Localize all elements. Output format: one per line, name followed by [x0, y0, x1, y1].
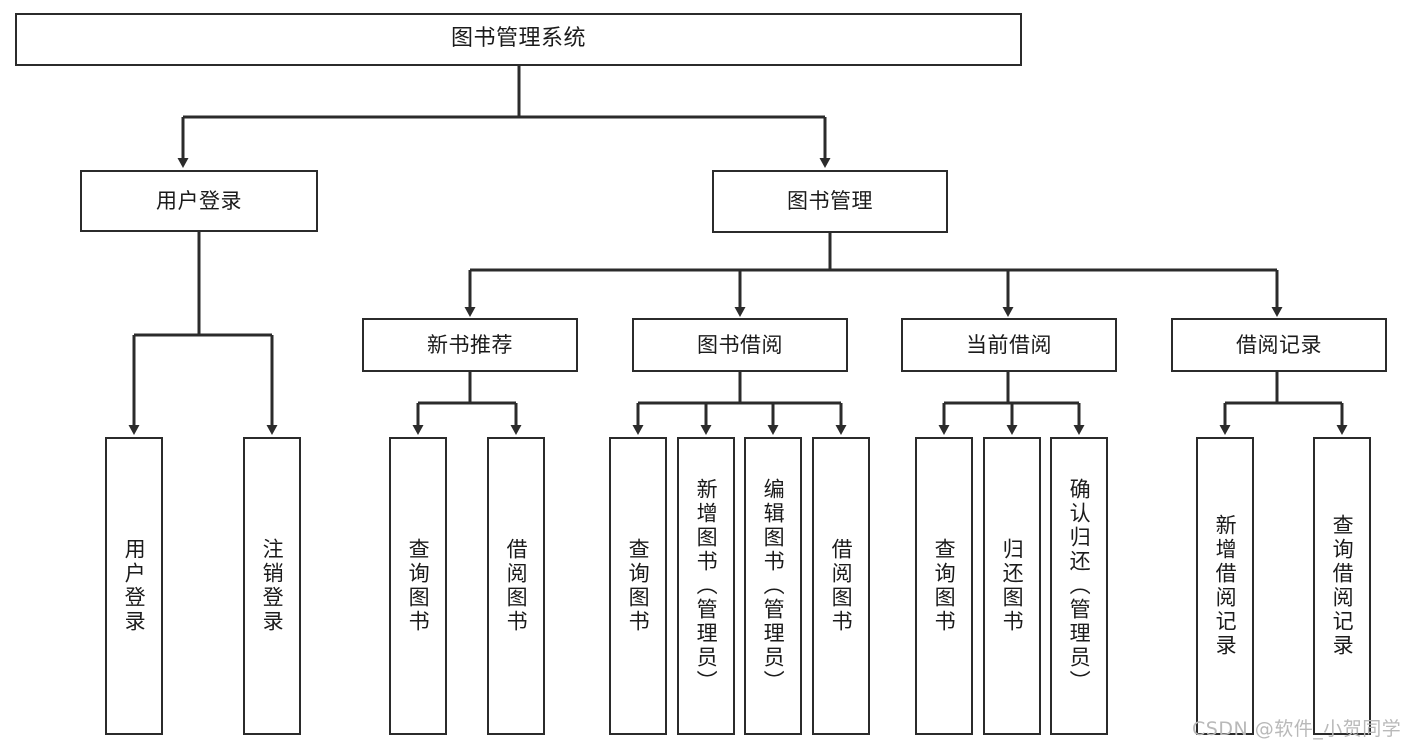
node-leaf-user-login[interactable]: 用户登录 [105, 437, 163, 735]
node-leaf-add-book-admin-label: 新增图书（管理员） [694, 478, 719, 694]
node-leaf-return-book[interactable]: 归还图书 [983, 437, 1041, 735]
node-leaf-borrow-book-label: 借阅图书 [829, 538, 854, 634]
node-leaf-return-book-label: 归还图书 [1000, 538, 1025, 634]
node-book-borrow-label: 图书借阅 [697, 332, 783, 357]
node-user-login[interactable]: 用户登录 [80, 170, 318, 232]
node-book-management[interactable]: 图书管理 [712, 170, 948, 233]
node-leaf-add-borrow-record-label: 新增借阅记录 [1213, 514, 1238, 658]
node-leaf-query-borrow-record-label: 查询借阅记录 [1330, 514, 1355, 658]
node-leaf-user-logout[interactable]: 注销登录 [243, 437, 301, 735]
node-leaf-borrow-book[interactable]: 借阅图书 [812, 437, 870, 735]
node-leaf-user-logout-label: 注销登录 [260, 538, 285, 634]
node-leaf-query-book-current-label: 查询图书 [932, 538, 957, 634]
node-borrow-record[interactable]: 借阅记录 [1171, 318, 1387, 372]
node-leaf-query-book-recommend[interactable]: 查询图书 [389, 437, 447, 735]
node-leaf-borrow-book-recommend[interactable]: 借阅图书 [487, 437, 545, 735]
node-leaf-user-login-label: 用户登录 [122, 538, 147, 634]
node-leaf-query-book-current[interactable]: 查询图书 [915, 437, 973, 735]
node-leaf-add-book-admin[interactable]: 新增图书（管理员） [677, 437, 735, 735]
node-leaf-query-borrow-record[interactable]: 查询借阅记录 [1313, 437, 1371, 735]
node-leaf-query-book-borrow-label: 查询图书 [626, 538, 651, 634]
node-leaf-confirm-return-admin[interactable]: 确认归还（管理员） [1050, 437, 1108, 735]
node-current-borrow-label: 当前借阅 [966, 332, 1052, 357]
node-leaf-add-borrow-record[interactable]: 新增借阅记录 [1196, 437, 1254, 735]
node-user-login-label: 用户登录 [156, 188, 242, 213]
node-new-book-recommend[interactable]: 新书推荐 [362, 318, 578, 372]
node-leaf-borrow-book-recommend-label: 借阅图书 [504, 538, 529, 634]
node-leaf-query-book-borrow[interactable]: 查询图书 [609, 437, 667, 735]
watermark: CSDN @软件_小贺同学 [1192, 718, 1402, 740]
node-leaf-edit-book-admin[interactable]: 编辑图书（管理员） [744, 437, 802, 735]
node-root-label: 图书管理系统 [450, 26, 586, 52]
node-new-book-recommend-label: 新书推荐 [427, 332, 513, 357]
node-borrow-record-label: 借阅记录 [1236, 332, 1322, 357]
node-current-borrow[interactable]: 当前借阅 [901, 318, 1117, 372]
node-leaf-query-book-recommend-label: 查询图书 [406, 538, 431, 634]
node-root[interactable]: 图书管理系统 [15, 13, 1022, 66]
node-leaf-confirm-return-admin-label: 确认归还（管理员） [1067, 478, 1092, 694]
node-book-borrow[interactable]: 图书借阅 [632, 318, 848, 372]
node-book-management-label: 图书管理 [787, 189, 873, 214]
node-leaf-edit-book-admin-label: 编辑图书（管理员） [761, 478, 786, 694]
